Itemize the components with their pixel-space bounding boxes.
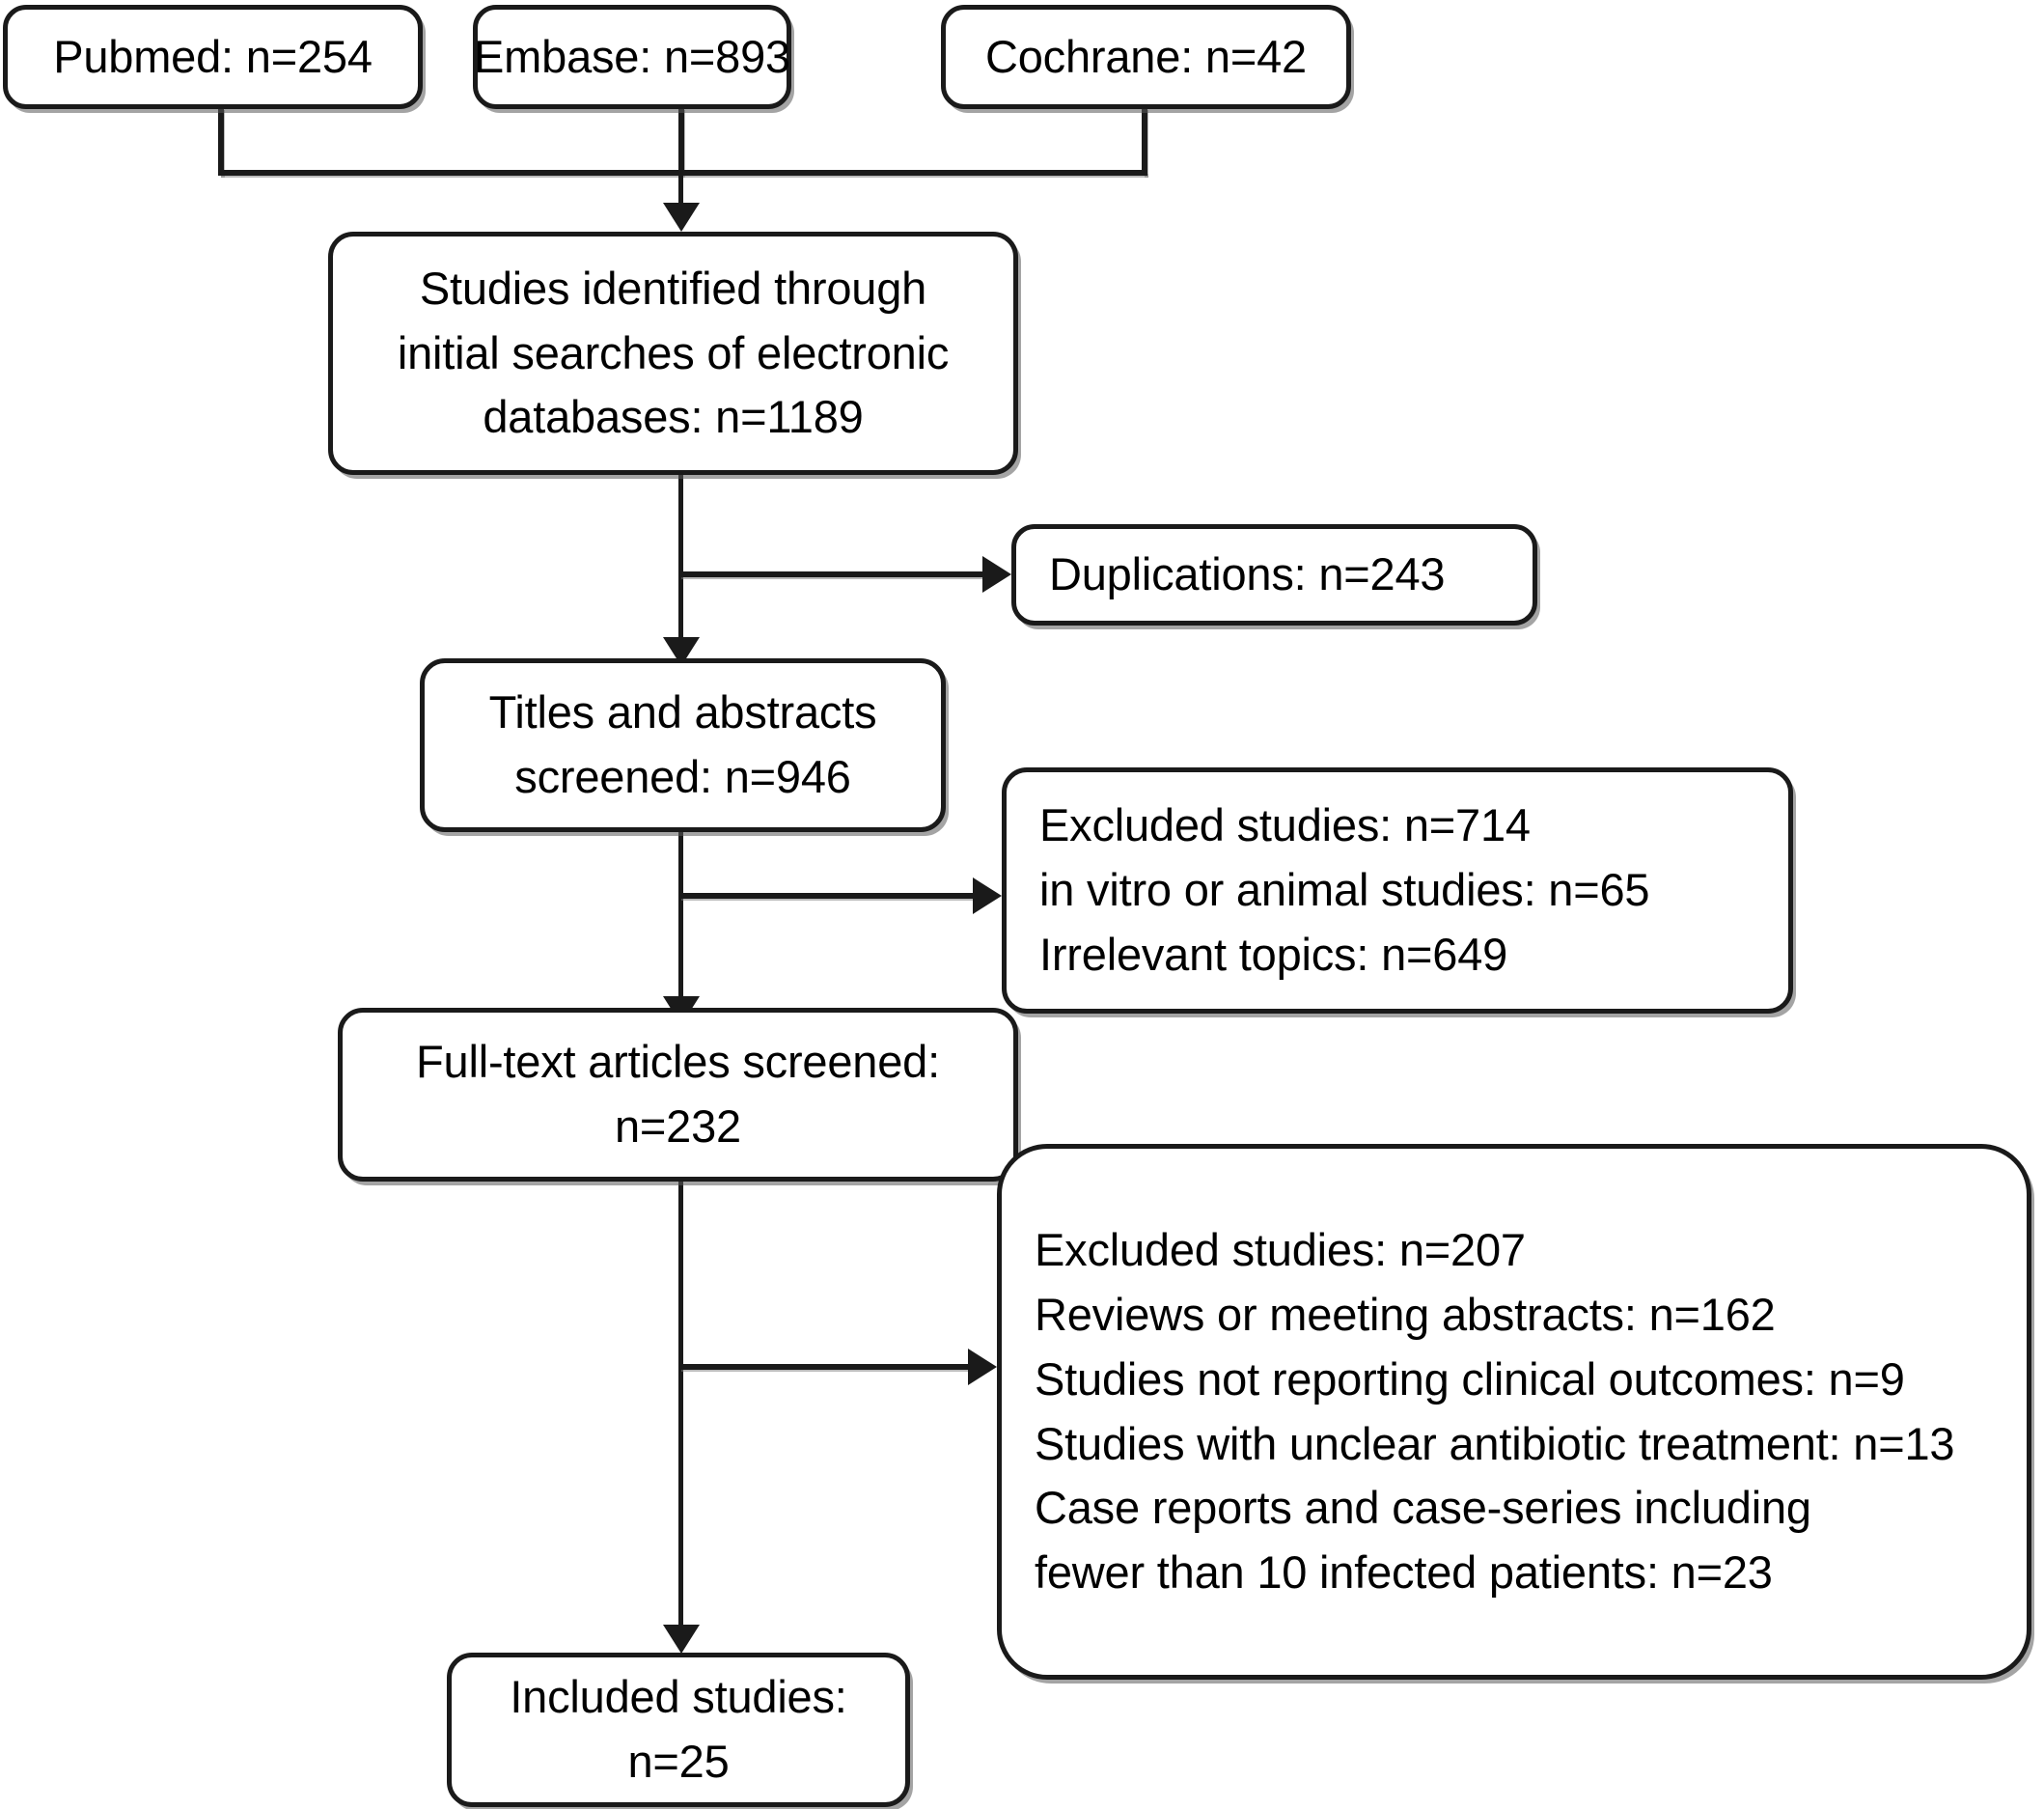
node-duplications-line1: Duplications: n=243: [1049, 548, 1446, 600]
connector-branch-excluded-fulltext: [678, 1364, 973, 1370]
node-excluded-fulltext: Excluded studies: n=207 Reviews or meeti…: [997, 1144, 2031, 1680]
connector-screened-to-fulltext: [678, 830, 683, 1010]
node-studies-identified: Studies identified through initial searc…: [328, 232, 1018, 475]
node-source-cochrane: Cochrane: n=42: [941, 5, 1351, 109]
node-excluded-fulltext-line6: fewer than 10 infected patients: n=23: [1035, 1545, 1773, 1598]
node-excluded-fulltext-line4: Studies with unclear antibiotic treatmen…: [1035, 1417, 1955, 1469]
node-excluded-screening-line2: in vitro or animal studies: n=65: [1039, 864, 1650, 916]
node-source-embase-label: Embase: n=893: [474, 30, 790, 82]
node-fulltext-screened-line2: n=232: [614, 1100, 741, 1152]
node-excluded-screening-line1: Excluded studies: n=714: [1039, 799, 1531, 851]
connector-identified-to-screened: [678, 473, 683, 651]
connector-cochrane-stub: [1142, 106, 1147, 176]
node-excluded-screening-line3: Irrelevant topics: n=649: [1039, 928, 1508, 980]
node-source-cochrane-label: Cochrane: n=42: [985, 30, 1307, 82]
node-studies-identified-line2: initial searches of electronic: [397, 326, 950, 378]
node-excluded-screening: Excluded studies: n=714 in vitro or anim…: [1002, 767, 1793, 1014]
arrowhead-to-duplications: [982, 556, 1011, 593]
node-included-studies-line1: Included studies:: [510, 1671, 847, 1723]
arrowhead-to-excluded-screening: [973, 877, 1002, 914]
arrowhead-to-included: [663, 1625, 700, 1654]
node-studies-identified-line1: Studies identified through: [419, 262, 927, 314]
node-source-embase: Embase: n=893: [473, 5, 791, 109]
node-included-studies-line2: n=25: [627, 1736, 730, 1787]
node-excluded-fulltext-line5: Case reports and case-series including: [1035, 1482, 1811, 1534]
arrowhead-to-excluded-fulltext: [968, 1349, 997, 1385]
node-excluded-fulltext-line2: Reviews or meeting abstracts: n=162: [1035, 1289, 1776, 1341]
connector-pubmed-stub: [218, 106, 224, 176]
node-titles-abstracts-screened: Titles and abstracts screened: n=946: [420, 658, 946, 832]
connector-branch-duplications: [678, 571, 987, 577]
node-included-studies: Included studies: n=25: [447, 1653, 910, 1807]
connector-merge-to-identified: [678, 170, 683, 210]
node-source-pubmed-label: Pubmed: n=254: [53, 30, 373, 82]
node-fulltext-screened: Full-text articles screened: n=232: [338, 1008, 1018, 1182]
connector-branch-excluded-screening: [678, 893, 978, 899]
node-titles-abstracts-screened-line2: screened: n=946: [514, 751, 851, 802]
connector-fulltext-to-included: [678, 1180, 683, 1638]
node-titles-abstracts-screened-line1: Titles and abstracts: [488, 686, 877, 738]
node-excluded-fulltext-line3: Studies not reporting clinical outcomes:…: [1035, 1352, 1905, 1405]
node-excluded-fulltext-line1: Excluded studies: n=207: [1035, 1224, 1526, 1276]
node-duplications: Duplications: n=243: [1011, 524, 1537, 626]
node-source-pubmed: Pubmed: n=254: [3, 5, 423, 109]
node-fulltext-screened-line1: Full-text articles screened:: [416, 1036, 940, 1088]
connector-embase-stub: [678, 106, 684, 176]
arrowhead-to-identified: [663, 203, 700, 232]
node-studies-identified-line3: databases: n=1189: [483, 391, 864, 443]
